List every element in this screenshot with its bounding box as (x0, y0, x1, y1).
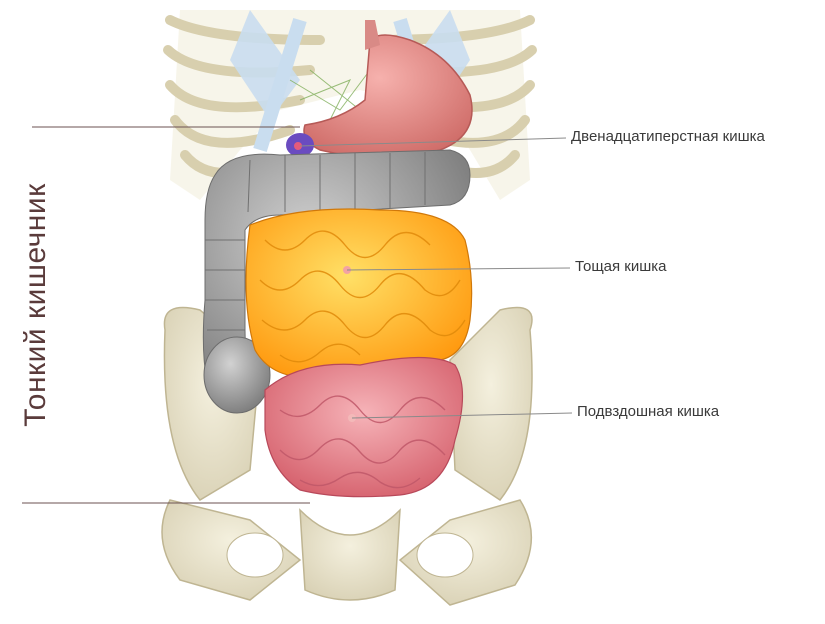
duodenum (286, 133, 314, 157)
ileum (265, 358, 463, 497)
label-ileum: Подвздошная кишка (577, 403, 719, 420)
diagram-title: Тонкий кишечник (19, 183, 53, 426)
jejunum (246, 209, 472, 377)
label-jejunum: Тощая кишка (575, 258, 667, 275)
label-duodenum: Двенадцатиперстная кишка (571, 128, 765, 145)
